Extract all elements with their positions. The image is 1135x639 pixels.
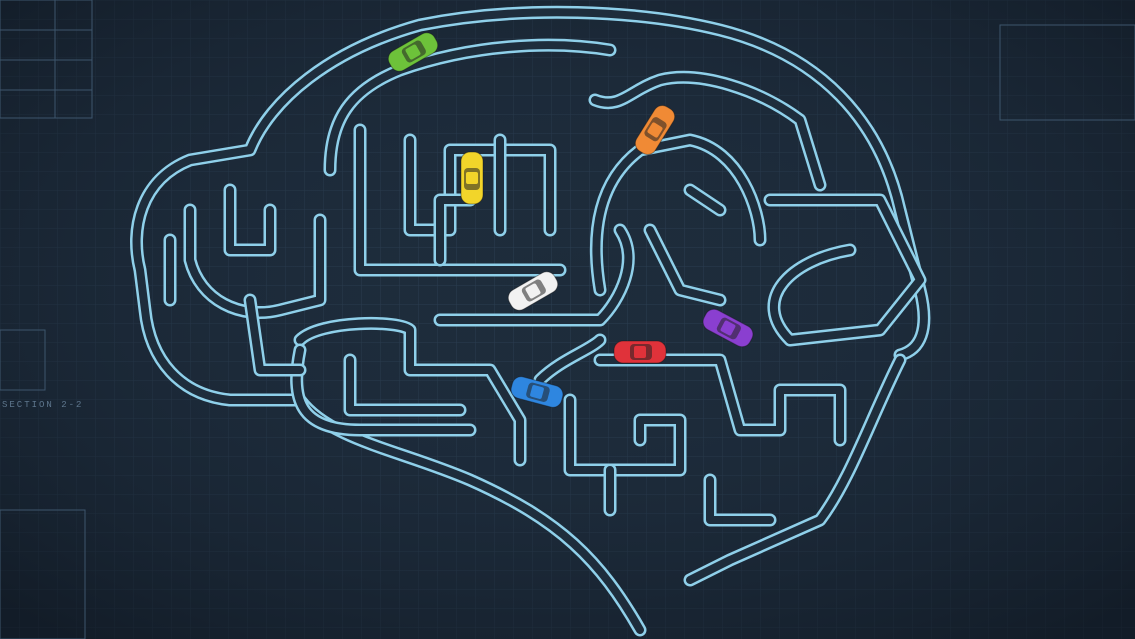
maze-path-fill [592, 136, 764, 294]
maze-path-fill [346, 356, 464, 414]
maze-path-fill [436, 226, 633, 324]
maze-path-fill [132, 8, 928, 634]
maze-path-fill [566, 396, 684, 474]
maze-path-fill [646, 186, 724, 304]
maze-path-fill [591, 73, 824, 189]
maze-path-fill [606, 466, 774, 524]
car-green [387, 32, 439, 72]
maze-path-fill [436, 196, 604, 384]
maze-path-fill [356, 126, 564, 274]
brain-maze [130, 5, 931, 637]
section-label: SECTION 2-2 [2, 400, 84, 410]
maze-path-fill [686, 356, 904, 584]
maze-path-fill [296, 319, 524, 464]
maze-path-fill [186, 186, 324, 317]
car-orange [634, 105, 676, 155]
car-yellow [460, 151, 484, 205]
car-white [507, 271, 559, 311]
car-blue [510, 376, 564, 408]
maze-path-fill [596, 356, 844, 444]
car-red [613, 340, 667, 364]
maze-path-fill [406, 136, 554, 234]
car-purple [702, 308, 754, 348]
maze-path-fill [166, 236, 304, 374]
maze-path-fill [766, 196, 924, 344]
